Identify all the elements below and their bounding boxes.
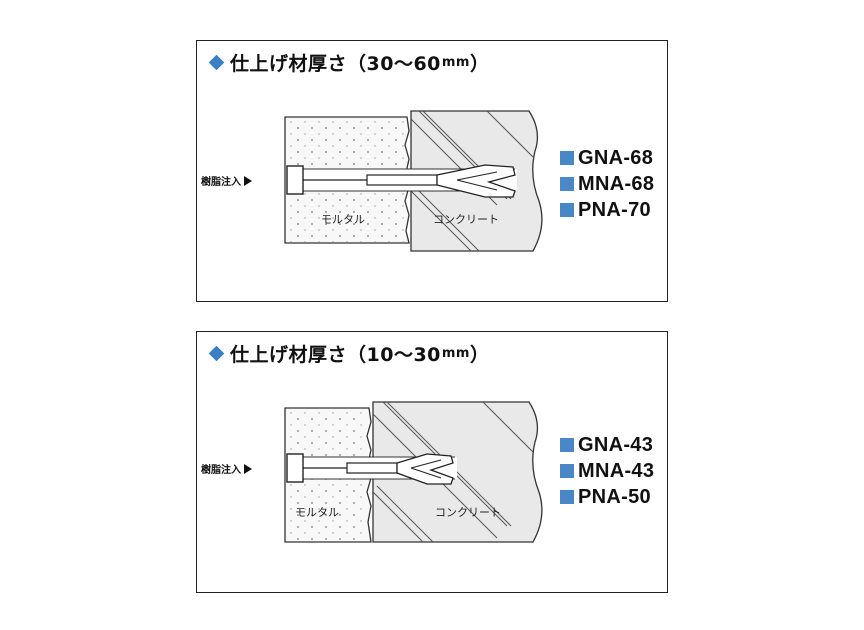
concrete-label: コンクリート [435, 506, 501, 519]
square-bullet-icon [560, 438, 574, 452]
model-item: PNA-70 [560, 197, 654, 223]
title-close: ） [469, 344, 490, 366]
anchor-expansion [436, 164, 516, 198]
model-item: MNA-68 [560, 171, 654, 197]
square-bullet-icon [560, 464, 574, 478]
concrete-label: コンクリート [433, 213, 499, 226]
model-item: GNA-43 [560, 432, 654, 458]
anchor-head [286, 453, 304, 483]
arrow-right-icon [244, 463, 252, 474]
panel-thick-finish: 仕上げ材厚さ（30〜60 mm ） 樹脂注入 [196, 40, 668, 302]
title-unit: mm [441, 346, 470, 361]
anchor-cross-section-diagram [284, 401, 543, 543]
arrow-right-icon [244, 175, 252, 186]
panel-thin-finish: 仕上げ材厚さ（10〜30 mm ） 樹脂注入 [196, 331, 668, 593]
anchor-expansion [396, 453, 454, 485]
panel-title: 仕上げ材厚さ（10〜30 mm ） [205, 340, 490, 367]
mortar-label: モルタル [321, 213, 365, 226]
panel-title: 仕上げ材厚さ（30〜60 mm ） [205, 49, 490, 76]
model-item: MNA-43 [560, 458, 654, 484]
anchor-head [286, 165, 304, 195]
resin-injection-text: 樹脂注入 [201, 177, 241, 188]
square-bullet-icon [560, 151, 574, 165]
mortar-label: モルタル [295, 506, 339, 519]
title-close: ） [469, 53, 490, 75]
model-item: GNA-68 [560, 145, 654, 171]
resin-injection-text: 樹脂注入 [201, 465, 241, 476]
square-bullet-icon [560, 177, 574, 191]
square-bullet-icon [560, 490, 574, 504]
title-text: 仕上げ材厚さ（10〜30 [230, 344, 441, 366]
model-item: PNA-50 [560, 484, 654, 510]
title-text: 仕上げ材厚さ（30〜60 [230, 53, 441, 75]
resin-injection-label: 樹脂注入 [201, 173, 252, 188]
title-unit: mm [441, 55, 470, 70]
model-list: GNA-68 MNA-68 PNA-70 [560, 145, 654, 223]
anchor-cross-section-diagram [284, 110, 543, 252]
resin-injection-label: 樹脂注入 [201, 461, 252, 476]
square-bullet-icon [560, 203, 574, 217]
model-list: GNA-43 MNA-43 PNA-50 [560, 432, 654, 510]
